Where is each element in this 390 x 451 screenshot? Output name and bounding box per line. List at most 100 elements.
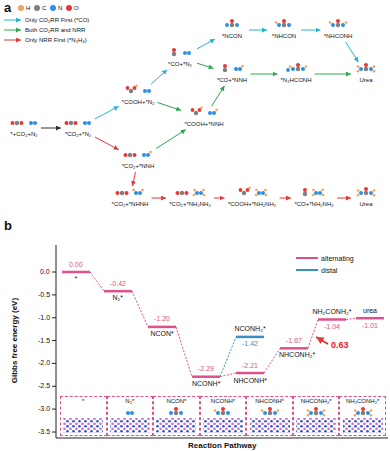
molecule (234, 65, 244, 71)
structure-cell: NH₂CONH₂* (339, 396, 386, 436)
tick (52, 272, 56, 273)
molecule (176, 191, 189, 195)
reaction-arrow (156, 130, 186, 149)
structure-cell: NCONH* (200, 396, 247, 436)
molecule (29, 121, 37, 125)
energy-level (236, 372, 264, 375)
tick (52, 363, 56, 364)
molecule (312, 189, 325, 197)
molecule (11, 121, 24, 125)
legend-line-sample (296, 257, 318, 259)
structure-pictures (63, 407, 383, 433)
level-name: NCONH* (192, 380, 220, 388)
reaction-arrow (157, 102, 181, 110)
panel-letter: b (4, 219, 12, 234)
level-name: * (75, 275, 78, 283)
node-label: NHCONH₂* (301, 398, 332, 405)
x-axis (56, 438, 388, 439)
energy-axes (52, 245, 388, 438)
energy-value: -2.29 (198, 365, 214, 373)
legend-text: H (26, 5, 30, 11)
legend-swatch (18, 5, 24, 11)
legend-line (4, 37, 22, 43)
tick (52, 409, 56, 410)
energy-value: -0.42 (110, 280, 126, 288)
intermediate-node: *NHCONH (322, 19, 355, 41)
reaction-arrow (95, 106, 119, 119)
reaction-arrow (249, 30, 267, 31)
energy-levels (62, 272, 384, 377)
intermediate-node: *CO+*N₂ (164, 47, 196, 69)
energy-value: -1.42 (242, 340, 258, 348)
axis-title: Reaction Pathway (188, 441, 256, 450)
node-label: *CO+*NNH (217, 77, 247, 84)
intermediate-node: Urea (352, 187, 380, 209)
energy-value: -1.01 (362, 322, 378, 330)
intermediate-node: *NCON (216, 19, 248, 41)
molecule (172, 48, 176, 56)
level-name: NCON* (151, 330, 174, 338)
surface-slab (63, 418, 103, 433)
molecule (255, 189, 268, 197)
node-label: *COOH+*N₂ (122, 99, 155, 106)
tick (52, 432, 56, 433)
energy-value: 0.00 (69, 261, 83, 269)
energy-level (62, 271, 90, 274)
level-name: urea (363, 307, 377, 315)
tick (52, 317, 56, 318)
tick-label: 0.0 (40, 268, 50, 276)
legend-swatch (66, 5, 72, 11)
molecule (191, 107, 203, 116)
reaction-arrow (214, 198, 225, 199)
node-label: *NHCON (272, 33, 296, 40)
node-label: *CO₂+*NNH (122, 163, 155, 170)
molecule (124, 153, 137, 157)
adsorbate (169, 407, 183, 415)
adsorbate (354, 407, 373, 417)
dashed-connector (346, 318, 356, 319)
dashed-connector (90, 272, 104, 291)
molecule (126, 85, 138, 94)
node-label: Urea (359, 201, 372, 208)
intermediate-node: *CO₂+*NHNH (110, 187, 151, 209)
intermediate-node: *COOH+*NH₂NH₂ (226, 187, 279, 209)
molecule (208, 109, 218, 115)
reaction-arrow (133, 172, 136, 186)
level-name: NHCONH* (234, 377, 267, 385)
molecule (183, 51, 191, 55)
reaction-arrow (95, 137, 119, 150)
level-connectors (90, 272, 356, 377)
intermediate-node: *N₂HCONH (279, 63, 314, 85)
legend-text: Only NRR First (*N₂H₄) (25, 37, 87, 43)
molecule (225, 19, 239, 27)
intermediate-node: *NHCON (268, 19, 300, 41)
legend-line-sample (296, 269, 318, 271)
adsorbate (307, 407, 326, 417)
reaction-arrow (301, 30, 321, 31)
legend-entry: Both CO₂RR and NRR (4, 27, 85, 33)
reaction-arrow (41, 128, 61, 129)
axis-title: Gibbs free energy (eV) (10, 297, 19, 382)
energy-level (280, 347, 308, 350)
dashed-connector (220, 337, 236, 377)
intermediate-node: *CO₂+*NNH (120, 149, 157, 171)
panel-letter: a (4, 1, 11, 16)
node-label: NCONH* (211, 398, 235, 405)
legend-line (296, 267, 318, 273)
legend-text: Only CO₂RR First (*CO) (25, 17, 89, 23)
intermediate-node: *CO+*NH₂NH₂ (292, 187, 336, 209)
level-name: NHCONH₂* (279, 351, 315, 359)
legend-text: Both CO₂RR and NRR (25, 27, 85, 33)
level-name: NCONH₂* (235, 325, 266, 333)
dashed-connector (308, 320, 318, 349)
node-label: NCON* (166, 398, 186, 405)
reaction-arrow (197, 39, 215, 49)
node-label: *CO₂+*N₂ (65, 131, 91, 138)
level-name: NH₂CONH₂* (313, 308, 352, 316)
energy-level (192, 375, 220, 378)
energy-value: -1.67 (286, 337, 302, 345)
molecule (142, 151, 152, 157)
molecule (116, 191, 129, 195)
legend-entry: O (66, 5, 79, 11)
dashed-connector (220, 373, 236, 377)
